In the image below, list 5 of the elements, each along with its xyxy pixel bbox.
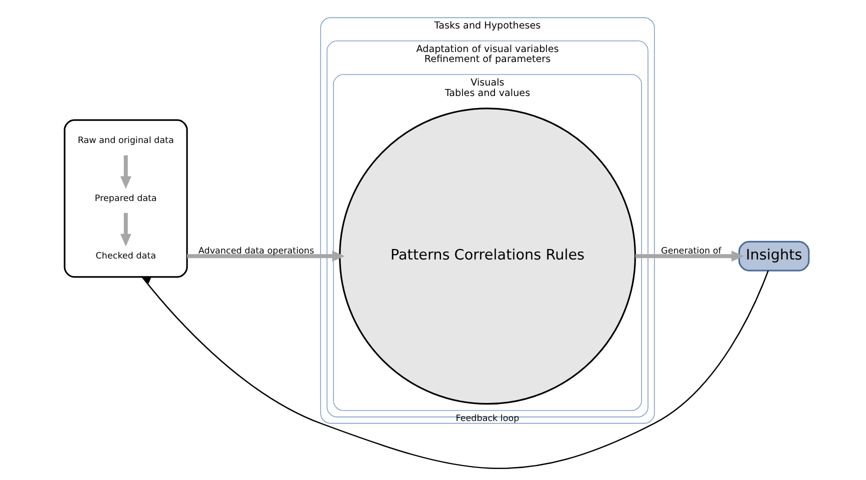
edge-label: Advanced data operations — [198, 246, 314, 257]
node-text: Prepared data — [94, 194, 156, 204]
edge-label: Generation of — [660, 246, 721, 257]
node-text: Raw and original data — [77, 136, 174, 146]
node-text: Checked data — [95, 251, 156, 262]
